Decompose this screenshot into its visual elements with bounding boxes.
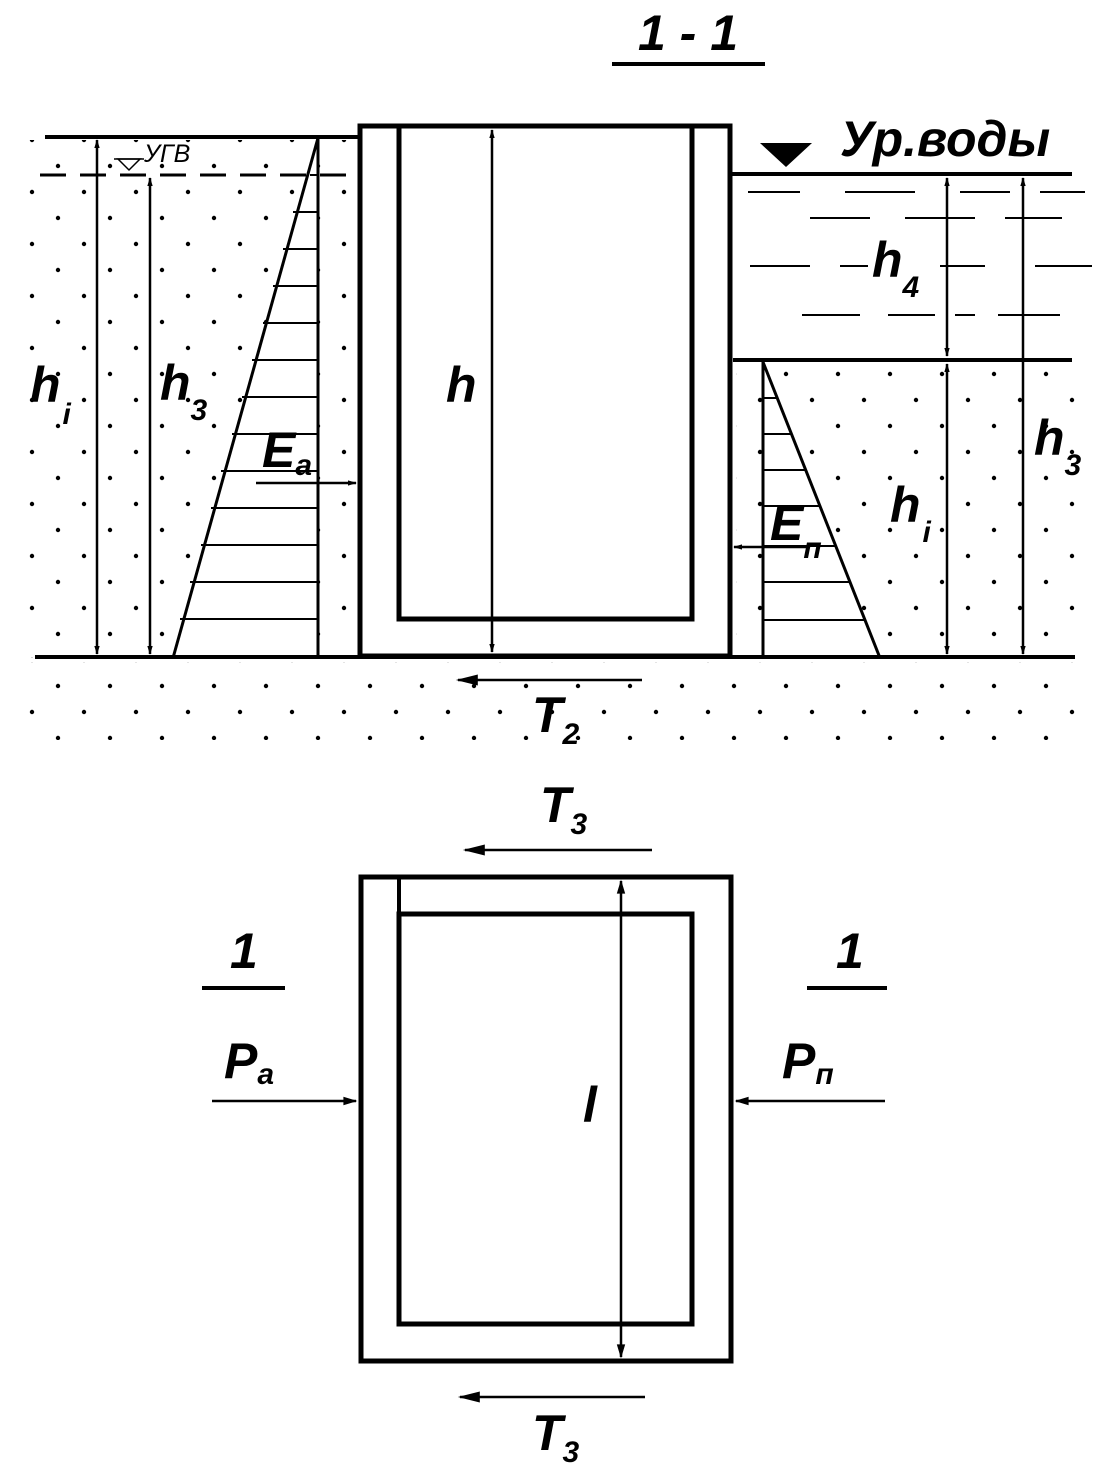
h4-label: h4 bbox=[872, 232, 920, 304]
water-hatch bbox=[748, 191, 1092, 316]
passive-pressure-diagram bbox=[761, 361, 882, 659]
hi-left-label: hi bbox=[30, 357, 72, 431]
h3-right-label: h3 bbox=[1034, 410, 1082, 482]
plan-view: T3 l 1 1 Pa Pп T3 bbox=[202, 777, 887, 1469]
base-soil-fill bbox=[10, 662, 1091, 740]
T3-bottom-label: T3 bbox=[532, 1405, 580, 1469]
water-level-triangle-icon bbox=[760, 143, 812, 167]
water-level-label: Ур.воды bbox=[840, 111, 1050, 167]
section-view: 1 - 1 УГВ bbox=[10, 5, 1092, 751]
section-mark-right: 1 bbox=[836, 923, 864, 979]
box-section bbox=[357, 123, 733, 659]
T2-label: T2 bbox=[532, 687, 580, 751]
En-label: Eп bbox=[770, 495, 822, 565]
box-plan bbox=[358, 874, 734, 1364]
l-label: l bbox=[583, 1077, 598, 1133]
Ea-label: Ea bbox=[262, 422, 312, 482]
Pa-label: Pa bbox=[224, 1033, 274, 1091]
Pn-label: Pп bbox=[782, 1033, 834, 1091]
T3-top-label: T3 bbox=[540, 777, 588, 841]
hi-right-label: hi bbox=[890, 477, 932, 549]
section-mark-left: 1 bbox=[230, 923, 258, 979]
box-background bbox=[360, 126, 730, 656]
active-pressure-diagram bbox=[171, 137, 320, 659]
groundwater-label: УГВ bbox=[143, 140, 190, 168]
h-center-label: h bbox=[446, 357, 477, 413]
section-title: 1 - 1 bbox=[638, 5, 738, 61]
h3-left-label: h3 bbox=[160, 355, 208, 427]
